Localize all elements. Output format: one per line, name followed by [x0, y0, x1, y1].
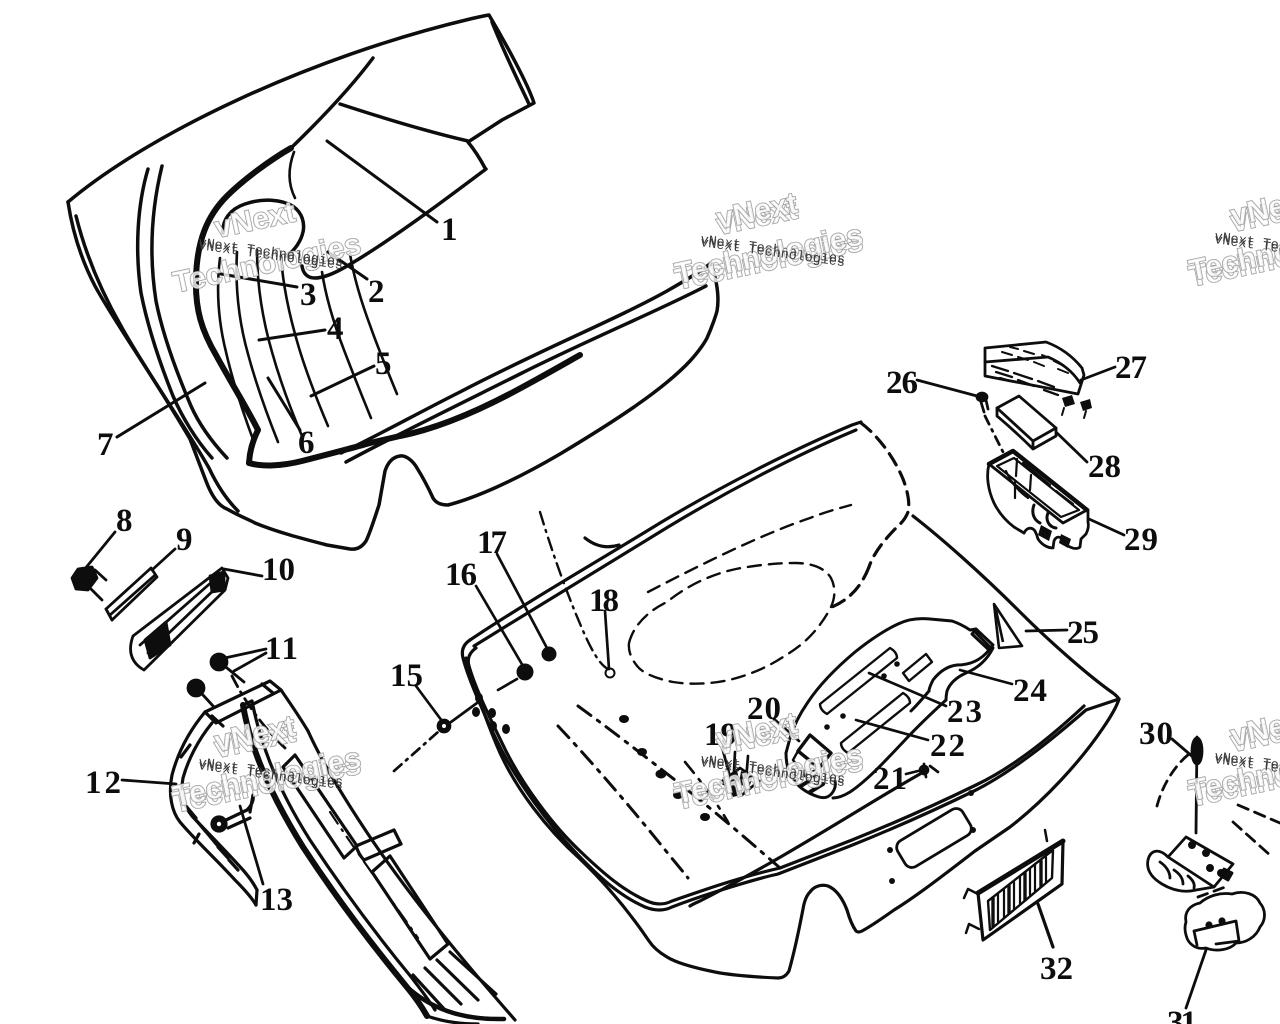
svg-text:31: 31 — [1167, 1005, 1197, 1024]
svg-text:5: 5 — [375, 346, 392, 382]
svg-text:20: 20 — [747, 691, 781, 727]
svg-text:24: 24 — [1013, 673, 1047, 709]
svg-text:17: 17 — [477, 525, 507, 561]
svg-text:21: 21 — [873, 761, 907, 797]
svg-text:27: 27 — [1115, 350, 1147, 386]
svg-text:3: 3 — [300, 277, 317, 313]
svg-text:19: 19 — [704, 717, 737, 753]
svg-text:6: 6 — [298, 425, 315, 461]
svg-text:16: 16 — [445, 557, 477, 593]
svg-text:9: 9 — [176, 522, 193, 558]
svg-text:13: 13 — [260, 882, 293, 918]
svg-text:8: 8 — [116, 503, 133, 539]
svg-text:28: 28 — [1088, 449, 1121, 485]
svg-text:15: 15 — [390, 658, 423, 694]
svg-text:1: 1 — [441, 212, 458, 248]
svg-text:2: 2 — [368, 274, 385, 310]
svg-text:7: 7 — [97, 427, 114, 463]
svg-text:26: 26 — [886, 365, 918, 401]
svg-text:29: 29 — [1124, 522, 1158, 558]
svg-text:30: 30 — [1139, 716, 1173, 752]
svg-text:4: 4 — [327, 311, 344, 347]
svg-text:10: 10 — [262, 552, 295, 588]
svg-text:18: 18 — [589, 583, 619, 619]
svg-text:25: 25 — [1067, 615, 1099, 651]
svg-text:11: 11 — [265, 631, 298, 667]
svg-text:32: 32 — [1040, 951, 1073, 987]
